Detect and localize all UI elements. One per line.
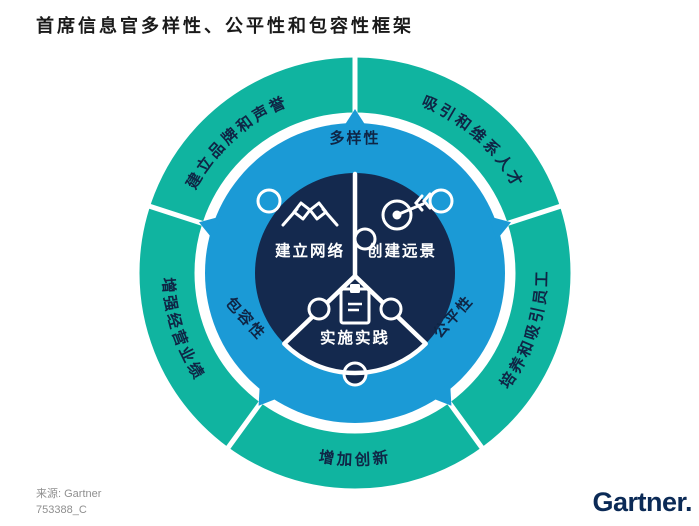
segment-pointer-triangles bbox=[199, 109, 511, 406]
piece-label-network: 建立网络 bbox=[275, 241, 345, 260]
middle-ring-label-diversity: 多样性 bbox=[329, 129, 380, 147]
outer-ring-label-innovation: 增加创新 bbox=[318, 447, 393, 469]
puzzle-knob-left-divider bbox=[307, 297, 331, 321]
gartner-logo: Gartner. bbox=[592, 487, 692, 517]
doc-id: 753388_C bbox=[36, 504, 87, 516]
puzzle-socket-left bbox=[256, 188, 282, 214]
clipboard-icon bbox=[339, 284, 371, 325]
piece-label-vision: 创建远景 bbox=[366, 241, 437, 260]
target-arrow-icon bbox=[381, 192, 432, 231]
piece-label-practice: 实施实践 bbox=[320, 328, 390, 347]
page-title: 首席信息官多样性、公平性和包容性框架 bbox=[36, 16, 414, 36]
outer-ring-dividers bbox=[145, 53, 565, 453]
source-note: 来源: Gartner 753388_C bbox=[36, 486, 101, 518]
dei-framework-wheel: 建立网络 创建远景 实施实践 多样性 公平性 包容性 建立品牌和声誉 吸引和维系… bbox=[139, 53, 571, 489]
puzzle-knob-right-divider bbox=[379, 297, 403, 321]
puzzle-knob-top-divider bbox=[353, 227, 377, 251]
puzzle-socket-right bbox=[428, 188, 454, 214]
handshake-icon bbox=[281, 201, 339, 227]
source-line: 来源: Gartner bbox=[36, 488, 102, 500]
